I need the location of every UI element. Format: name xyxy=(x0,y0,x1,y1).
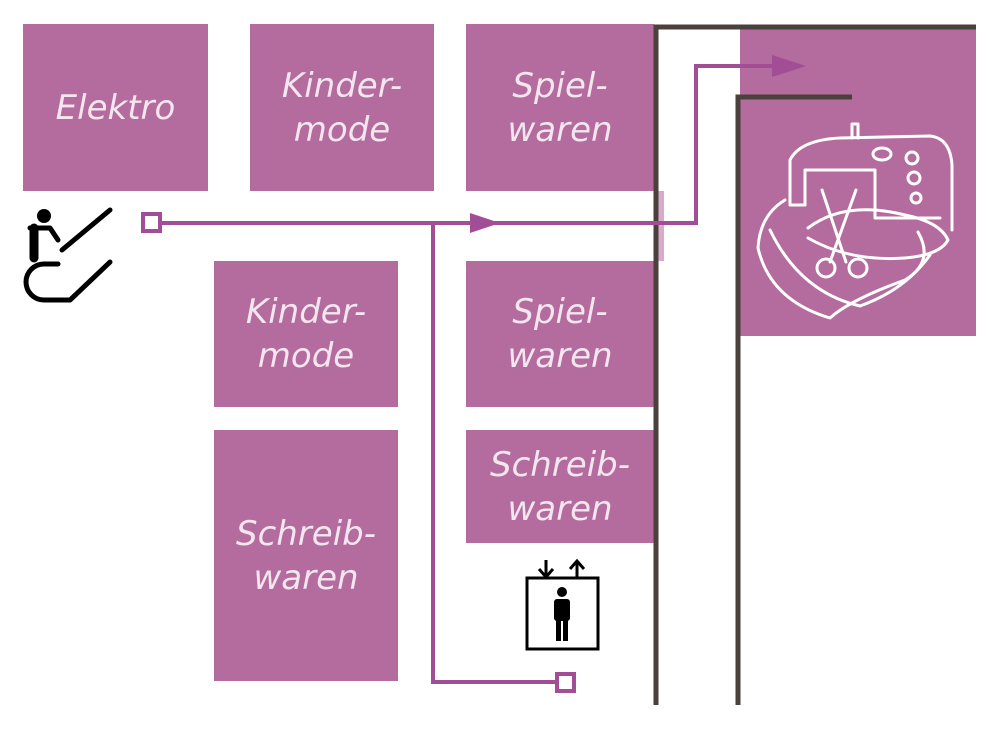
dept-kindermode-top: Kinder- mode xyxy=(250,24,434,191)
walls xyxy=(653,24,976,705)
routes xyxy=(160,64,780,684)
dept-schreibwaren-left: Schreib- waren xyxy=(214,430,398,681)
dept-schreibwaren-right: Schreib- waren xyxy=(466,430,654,543)
dept-label: Elektro xyxy=(55,87,176,128)
sewing-machine-icon xyxy=(756,122,954,320)
escalator-icon xyxy=(23,207,113,303)
arrow-right-icon xyxy=(470,213,500,233)
corridor-highlight xyxy=(654,191,664,261)
dept-label: Kinder- mode xyxy=(245,292,367,376)
dept-label: Spiel- waren xyxy=(507,65,613,150)
route-start-marker xyxy=(141,212,162,233)
dept-label: Schreib- waren xyxy=(489,444,631,529)
elevator-icon xyxy=(525,558,600,651)
dept-spielwaren-top: Spiel- waren xyxy=(466,24,654,191)
dept-kindermode-mid: Kinder- mode xyxy=(214,261,398,407)
dept-label: Spiel- waren xyxy=(507,292,613,376)
route-from-elevator xyxy=(431,223,557,684)
dept-sewing-area-top xyxy=(828,29,976,97)
dept-label: Schreib- waren xyxy=(235,513,377,598)
wall-inner xyxy=(735,94,852,705)
dept-elektro: Elektro xyxy=(23,24,208,191)
dept-label: Kinder- mode xyxy=(281,65,403,150)
route-start-marker xyxy=(555,672,576,693)
route-from-escalator xyxy=(160,64,780,225)
dept-spielwaren-mid: Spiel- waren xyxy=(466,261,654,407)
wall-outer xyxy=(653,24,976,705)
arrow-right-icon xyxy=(772,55,806,77)
